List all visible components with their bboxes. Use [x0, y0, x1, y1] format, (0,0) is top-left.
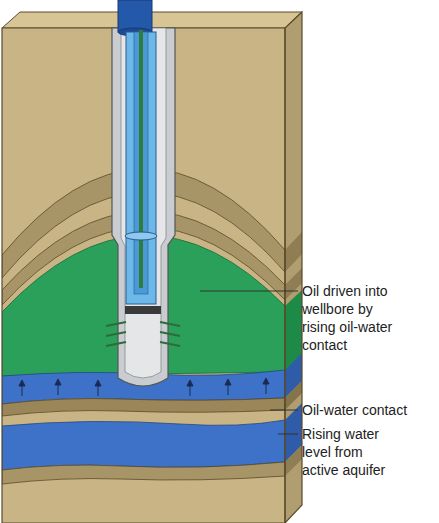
callout-label: Oil-water contact [302, 401, 432, 419]
callout-label: Rising water level from active aquifer [302, 425, 402, 479]
wellbore [106, 0, 180, 386]
leader-lines [200, 291, 298, 434]
block-front [2, 28, 285, 523]
callout-label: Oil driven into wellbore by rising oil-w… [302, 282, 406, 354]
